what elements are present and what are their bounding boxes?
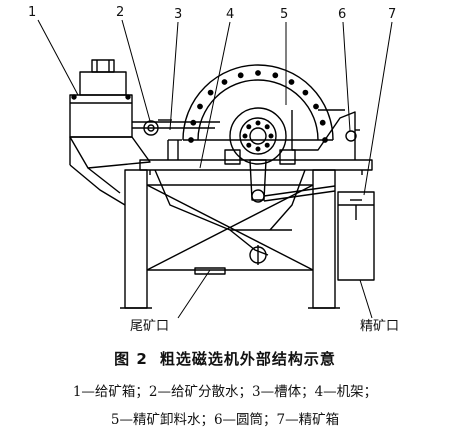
hub-bolt bbox=[264, 142, 270, 148]
legend-line-2: 5—精矿卸料水；6—圆筒；7—精矿箱 bbox=[110, 412, 340, 428]
callout-leaders bbox=[37, 19, 393, 319]
legend-line-1: 1—给矿箱；2—给矿分散水；3—槽体；4—机架； bbox=[72, 384, 378, 400]
callout-5: 5 bbox=[280, 7, 288, 22]
tailings-outlet-label: 尾矿口 bbox=[130, 319, 169, 334]
drum bbox=[182, 64, 334, 165]
callout-6: 6 bbox=[338, 7, 346, 22]
concentrate-discharge-water-box bbox=[291, 109, 360, 160]
hub-bolt bbox=[255, 120, 261, 126]
callout-numbers: 1 2 3 4 5 6 7 bbox=[28, 5, 396, 22]
callout-3: 3 bbox=[174, 7, 182, 22]
dispersion-water-pipe bbox=[132, 119, 220, 136]
hub-bolt bbox=[242, 133, 248, 139]
drum-bolt bbox=[302, 89, 309, 96]
callout-7: 7 bbox=[388, 7, 396, 22]
drum-bolt bbox=[319, 119, 326, 126]
drum-bolt bbox=[313, 103, 319, 110]
figure-title: 粗选磁选机外部结构示意 bbox=[159, 350, 336, 368]
tank bbox=[139, 139, 373, 175]
drum-bolt bbox=[190, 119, 197, 126]
hub-bolt bbox=[255, 146, 261, 152]
hub-bolt bbox=[246, 142, 252, 148]
frame bbox=[120, 169, 340, 309]
drum-bolt bbox=[288, 79, 295, 85]
drum-bolt bbox=[197, 103, 203, 110]
hub-bolts bbox=[242, 120, 274, 152]
drum-bolt bbox=[272, 72, 279, 79]
figure-caption: 图 2 粗选磁选机外部结构示意 bbox=[0, 348, 450, 369]
feed-box bbox=[69, 59, 151, 206]
drum-bolt bbox=[255, 70, 261, 76]
figure-number: 图 2 bbox=[114, 350, 148, 368]
hub-bolt bbox=[264, 124, 270, 130]
callout-2: 2 bbox=[116, 5, 124, 20]
concentrate-outlet-label: 精矿口 bbox=[360, 319, 399, 334]
drum-bolt bbox=[237, 72, 244, 79]
drive-arm bbox=[224, 149, 336, 203]
concentrate-box bbox=[337, 191, 375, 281]
drum-bolt bbox=[188, 137, 194, 143]
drum-bolt bbox=[221, 79, 228, 85]
hub-bolt bbox=[268, 133, 274, 139]
callout-1: 1 bbox=[28, 5, 36, 20]
magnetic-separator-drawing: 1 2 3 4 5 6 7 尾矿口 精矿口 bbox=[28, 5, 399, 334]
drum-bolt bbox=[207, 89, 214, 96]
callout-4: 4 bbox=[226, 7, 234, 22]
hub-bolt bbox=[246, 124, 252, 130]
drum-bolts bbox=[188, 70, 328, 143]
